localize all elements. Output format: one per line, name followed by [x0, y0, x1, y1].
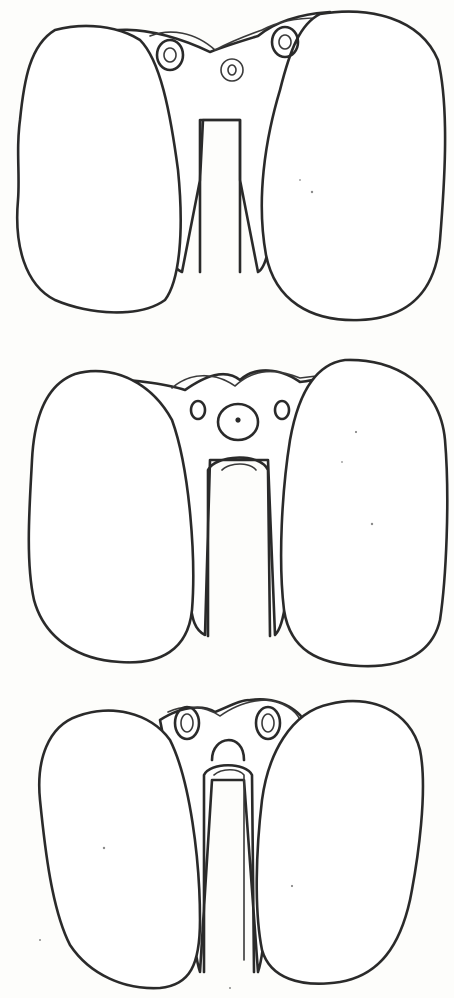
speck: [299, 179, 301, 181]
speck: [39, 939, 41, 941]
panel-bottom: [39, 699, 423, 989]
speck: [355, 431, 357, 433]
panel-bottom-right-lobe: [257, 701, 423, 984]
speck: [291, 885, 293, 887]
panel-top: [17, 12, 445, 320]
panel-middle: [29, 360, 447, 666]
speck: [311, 191, 313, 193]
speck: [229, 987, 231, 989]
panel-bottom-left-lobe: [39, 711, 200, 989]
panel-bottom-inner-tube: [214, 770, 244, 960]
panel-top-left-lobe: [17, 26, 180, 312]
panel-middle-central-tube: [208, 458, 270, 636]
panel-middle-inner-tube: [222, 464, 256, 470]
panel-top-right-lobe: [262, 12, 445, 320]
speck: [371, 523, 373, 525]
panel-top-central-tube: [200, 120, 240, 272]
speck: [103, 847, 105, 849]
panel-middle-left-lobe: [29, 371, 193, 662]
panel-middle-right-lobe: [281, 360, 447, 666]
speck: [341, 461, 343, 463]
